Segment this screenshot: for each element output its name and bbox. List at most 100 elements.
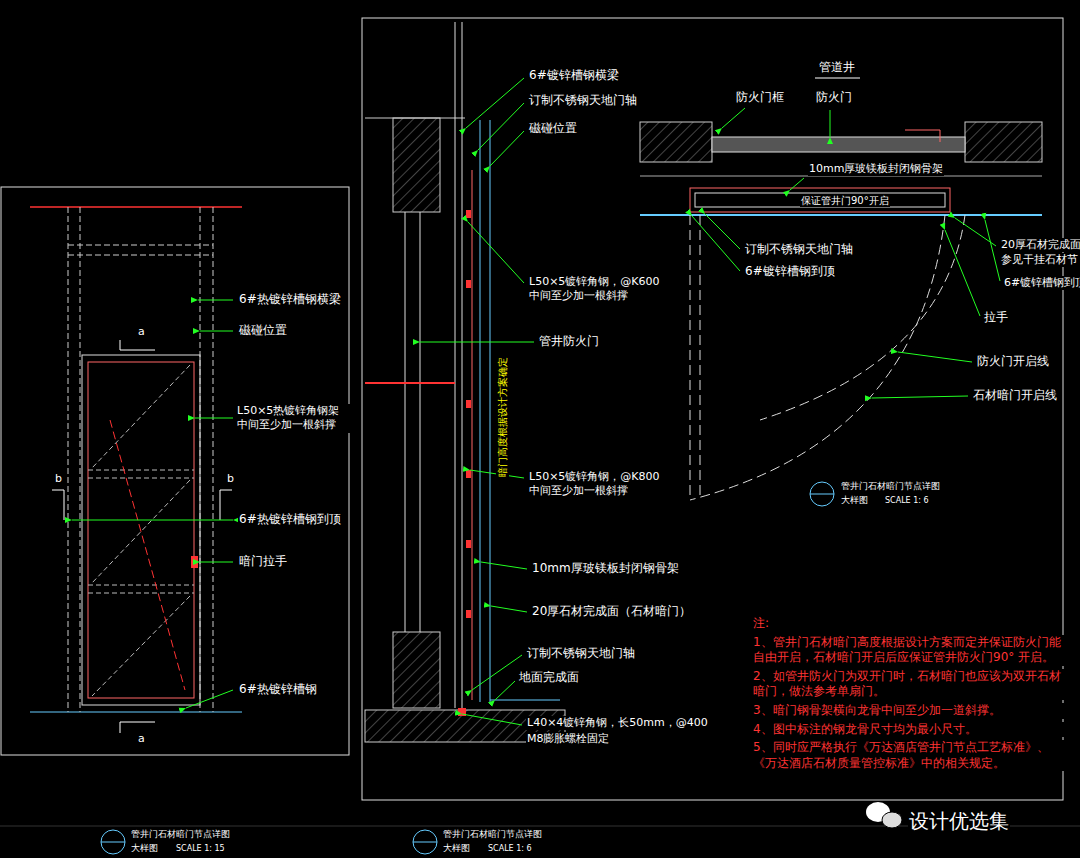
callout-text: 6#热镀锌槽钢 [238,682,318,698]
bolt-mark [466,610,471,618]
wall-line [405,212,406,632]
channel-verticals [68,207,213,712]
handle-symbol [191,556,198,568]
callout-text: 订制不锈钢天地门轴 [528,93,638,109]
callout-text: 石材暗门开启线 [972,388,1058,404]
leader-line [468,222,524,283]
right-plan [640,78,1042,500]
note-heading: 注: [752,616,770,632]
red-top-line [30,206,242,208]
stone-door-arc [690,215,945,500]
callout-text: 管井防火门 [538,334,600,350]
callout-text: M8膨胀螺栓固定 [526,732,611,746]
wall-hatch [640,122,712,162]
section-letter: b [226,472,235,486]
leader-line [462,714,522,725]
drawing-title: 管井门石材暗门节点详图 [840,481,941,493]
dimension-text: 保证管井门90°开启 [800,194,890,207]
callout-text: 订制不锈钢天地门轴 [744,242,854,258]
frame-line [472,170,473,700]
door-inner [88,362,194,698]
callout-text: L50×5镀锌角钢，@K800 中间至少加一根斜撑 [528,470,665,499]
note-text: 1、管井门石材暗门高度根据设计方案而定并保证防火门能自由开启，石材暗门开启后应保… [752,635,1072,666]
bolt-mark [466,210,471,218]
callout-text: 6#镀锌槽钢到顶 [1003,276,1080,290]
brace-line [92,365,190,468]
callout-text: 20厚石材完成面（石材暗门） [531,604,692,620]
leader-line [491,606,527,612]
stone-door-leaf [690,215,691,500]
watermark-icon [866,802,902,828]
wall-line [420,212,421,632]
bolt-mark [466,540,471,548]
title-circle [413,830,437,854]
leader-line [945,230,980,316]
dashed-line [68,245,213,246]
wall-hatch [393,632,440,708]
slab-line [365,118,465,119]
right-leaders [692,108,1000,398]
leader-line [472,655,522,690]
callout-text: 拉手 [983,310,1009,326]
leader-line [490,131,524,166]
callout-text: L50×5镀锌角钢，@K600 中间至少加一根斜撑 [528,275,665,304]
leader-line [466,78,524,128]
callout-text: 6#镀锌槽钢横梁 [528,68,620,84]
callout-text: 参见干挂石材节 [1000,253,1079,267]
section-mark-b [52,490,64,520]
title-symbols [101,482,834,854]
section-letter: a [137,732,146,746]
leader-line [722,108,745,128]
leader-line [705,214,740,249]
leader-line [481,562,527,569]
icon-bubble [882,812,902,828]
leader-line [790,178,804,190]
floor-line [30,712,242,713]
title-line [810,494,834,495]
floor-finish [490,700,560,701]
dashed-line [88,593,194,594]
dashed-line [80,207,81,712]
scale-label: SCALE 1: 6 [487,844,533,854]
callout-text: 磁碰位置 [528,121,578,137]
brace-line [92,596,190,696]
red-cut-line [365,382,455,384]
channel-line [455,22,456,708]
door-handle [905,130,940,142]
rungs [88,365,194,696]
callout-text: 地面完成面 [518,670,580,686]
bolt-mark [466,280,471,288]
leader-line [186,690,233,708]
dashed-line [213,207,214,712]
leader-line [200,562,233,563]
callout-text: 6#镀锌槽钢到顶 [744,264,836,280]
drawing-subtitle: 大样图 [130,843,159,855]
drawing-title: 管井门石材暗门节点详图 [130,829,231,841]
dashed-line [68,207,69,712]
fire-door [712,137,965,152]
red-diagonal [110,420,185,690]
steel-frame [690,188,950,212]
board-line [480,120,481,702]
leader-line [985,220,1000,281]
title-underline [815,78,860,79]
stone-line [490,120,491,702]
callout-text: 暗门拉手 [238,554,288,570]
bolt-mark [466,400,471,408]
callout-text: L40×4镀锌角钢，长50mm，@400 [526,716,709,730]
leader-line [692,216,740,271]
leader-line [872,396,968,398]
section-mark-a [120,340,155,350]
left-frame [1,187,349,755]
section-letter: a [137,325,146,339]
middle-leaders [420,78,534,725]
leader-line [495,681,515,700]
dashed-line [88,585,194,586]
callout-text: L50×5热镀锌角钢架 中间至少加一根斜撑 [236,404,350,433]
note-text: 2、如管井防火门为双开门时，石材暗门也应该为双开石材暗门，做法参考单扇门。 [752,669,1072,700]
bolt-marks [458,210,471,716]
left-leaders [72,300,233,708]
sheet-frames [0,18,1080,826]
dashed-line [68,255,213,256]
